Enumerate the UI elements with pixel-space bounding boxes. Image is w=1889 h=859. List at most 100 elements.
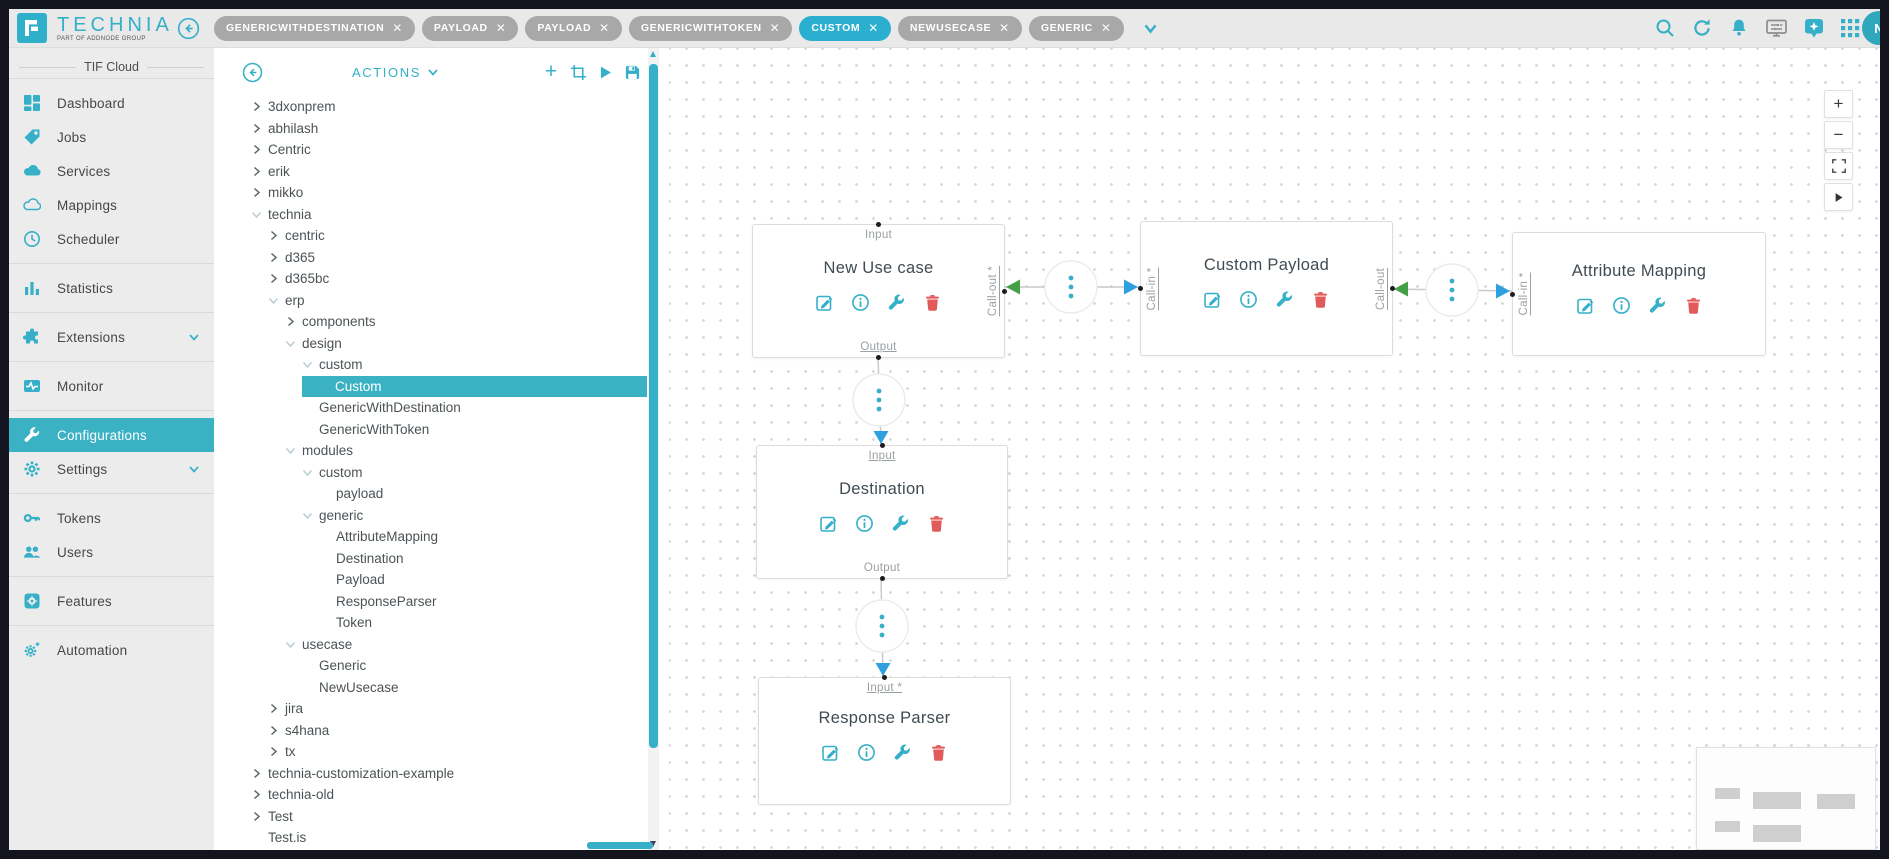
notifications-icon[interactable] bbox=[1728, 17, 1750, 39]
chevron-right-icon[interactable] bbox=[251, 811, 268, 822]
edit-icon[interactable] bbox=[1203, 290, 1222, 309]
edit-icon[interactable] bbox=[821, 743, 840, 762]
fit-view-button[interactable] bbox=[1824, 152, 1853, 180]
chevron-right-icon[interactable] bbox=[251, 144, 268, 155]
zoom-in-button[interactable]: + bbox=[1824, 90, 1853, 118]
sidebar-item-statistics[interactable]: Statistics bbox=[9, 271, 214, 305]
sidebar-item-services[interactable]: Services bbox=[9, 154, 214, 188]
play-flow-button[interactable] bbox=[1824, 183, 1853, 211]
chevron-right-icon[interactable] bbox=[251, 187, 268, 198]
add-icon[interactable]: + bbox=[544, 60, 558, 83]
tab-generic[interactable]: GENERIC✕ bbox=[1028, 15, 1124, 41]
tree-item-technia[interactable]: technia bbox=[232, 204, 647, 226]
tab-custom[interactable]: CUSTOM✕ bbox=[799, 15, 891, 41]
chevron-right-icon[interactable] bbox=[268, 703, 285, 714]
chevron-down-icon[interactable] bbox=[285, 639, 302, 650]
tree-item-components[interactable]: components bbox=[232, 311, 647, 333]
tree-item-modules[interactable]: modules bbox=[232, 440, 647, 462]
port-right[interactable] bbox=[1002, 288, 1007, 294]
sidebar-item-scheduler[interactable]: Scheduler bbox=[9, 222, 214, 256]
tabs-overflow-chevron-icon[interactable] bbox=[1143, 21, 1158, 36]
tree-item-test[interactable]: Test bbox=[232, 806, 647, 828]
tree-item-erik[interactable]: erik bbox=[232, 161, 647, 183]
panel-back-icon[interactable] bbox=[242, 62, 263, 83]
tab-close-icon[interactable]: ✕ bbox=[495, 21, 507, 35]
delete-icon[interactable] bbox=[923, 293, 942, 312]
display-icon[interactable] bbox=[1765, 17, 1788, 39]
tab-payload[interactable]: PAYLOAD✕ bbox=[421, 15, 519, 41]
tree-item-d365[interactable]: d365 bbox=[232, 247, 647, 269]
port-left[interactable] bbox=[1510, 291, 1515, 297]
tab-close-icon[interactable]: ✕ bbox=[868, 21, 879, 35]
sidebar-item-automation[interactable]: Automation bbox=[9, 633, 214, 667]
port-bottom[interactable] bbox=[879, 576, 885, 581]
configure-icon[interactable] bbox=[887, 293, 906, 312]
configure-icon[interactable] bbox=[1648, 296, 1667, 315]
sidebar-item-settings[interactable]: Settings bbox=[9, 452, 214, 486]
chevron-down-icon[interactable] bbox=[285, 445, 302, 456]
connector-menu[interactable] bbox=[1044, 260, 1098, 314]
minimap[interactable] bbox=[1696, 747, 1876, 850]
chevron-right-icon[interactable] bbox=[285, 316, 302, 327]
chevron-right-icon[interactable] bbox=[251, 768, 268, 779]
tree-item-abhilash[interactable]: abhilash bbox=[232, 118, 647, 140]
info-icon[interactable] bbox=[857, 743, 876, 762]
chevron-down-icon[interactable] bbox=[268, 295, 285, 306]
tree-item-technia-customization-example[interactable]: technia-customization-example bbox=[232, 763, 647, 785]
chevron-down-icon[interactable] bbox=[302, 510, 319, 521]
tree-item-3dxonprem[interactable]: 3dxonprem bbox=[232, 96, 647, 118]
connector-menu[interactable] bbox=[855, 599, 909, 653]
tab-genericwithdestination[interactable]: GENERICWITHDESTINATION✕ bbox=[214, 15, 415, 41]
port-top[interactable] bbox=[879, 443, 885, 448]
tree-item-attributemapping[interactable]: AttributeMapping bbox=[232, 526, 647, 548]
info-icon[interactable] bbox=[1239, 290, 1258, 309]
tree-item-d365bc[interactable]: d365bc bbox=[232, 268, 647, 290]
chevron-down-icon[interactable] bbox=[302, 359, 319, 370]
tree-item-centric[interactable]: centric bbox=[232, 225, 647, 247]
tree-item-destination[interactable]: Destination bbox=[232, 548, 647, 570]
tree-item-newusecase[interactable]: NewUsecase bbox=[232, 677, 647, 699]
search-icon[interactable] bbox=[1654, 17, 1676, 39]
sidebar-item-jobs[interactable]: Jobs bbox=[9, 120, 214, 154]
tree-item-token[interactable]: Token bbox=[232, 612, 647, 634]
tree-item-centric[interactable]: Centric bbox=[232, 139, 647, 161]
save-icon[interactable] bbox=[623, 63, 641, 81]
run-icon[interactable] bbox=[596, 63, 614, 81]
sidebar-item-features[interactable]: Features bbox=[9, 584, 214, 618]
tab-close-icon[interactable]: ✕ bbox=[1100, 21, 1112, 35]
tree-item-jira[interactable]: jira bbox=[232, 698, 647, 720]
delete-icon[interactable] bbox=[1311, 290, 1330, 309]
tree-item-responseparser[interactable]: ResponseParser bbox=[232, 591, 647, 613]
chevron-right-icon[interactable] bbox=[268, 725, 285, 736]
chevron-down-icon[interactable] bbox=[302, 467, 319, 478]
tree-item-generic[interactable]: generic bbox=[232, 505, 647, 527]
edit-icon[interactable] bbox=[815, 293, 834, 312]
tree-item-tx[interactable]: tx bbox=[232, 741, 647, 763]
info-icon[interactable] bbox=[851, 293, 870, 312]
tree-item-usecase[interactable]: usecase bbox=[232, 634, 647, 656]
assistant-icon[interactable] bbox=[1803, 17, 1825, 39]
chevron-right-icon[interactable] bbox=[268, 746, 285, 757]
tab-payload[interactable]: PAYLOAD✕ bbox=[525, 15, 622, 41]
delete-icon[interactable] bbox=[1684, 296, 1703, 315]
port-left[interactable] bbox=[1138, 286, 1143, 291]
configure-icon[interactable] bbox=[891, 514, 910, 533]
sidebar-item-extensions[interactable]: Extensions bbox=[9, 320, 214, 354]
chevron-down-icon[interactable] bbox=[285, 338, 302, 349]
edit-icon[interactable] bbox=[819, 514, 838, 533]
sidebar-item-monitor[interactable]: Monitor bbox=[9, 369, 214, 403]
collapse-tabs-icon[interactable] bbox=[177, 17, 200, 40]
configure-icon[interactable] bbox=[1275, 290, 1294, 309]
tree-item-test.js[interactable]: Test.js bbox=[232, 827, 647, 842]
sidebar-item-tokens[interactable]: Tokens bbox=[9, 501, 214, 535]
tab-newusecase[interactable]: NEWUSECASE✕ bbox=[897, 15, 1022, 41]
port-top[interactable] bbox=[882, 675, 887, 680]
tab-close-icon[interactable]: ✕ bbox=[769, 21, 781, 35]
sidebar-item-dashboard[interactable]: Dashboard bbox=[9, 86, 214, 120]
tree-item-generic[interactable]: Generic bbox=[232, 655, 647, 677]
refresh-icon[interactable] bbox=[1691, 17, 1713, 39]
connector-menu[interactable] bbox=[1425, 263, 1479, 317]
